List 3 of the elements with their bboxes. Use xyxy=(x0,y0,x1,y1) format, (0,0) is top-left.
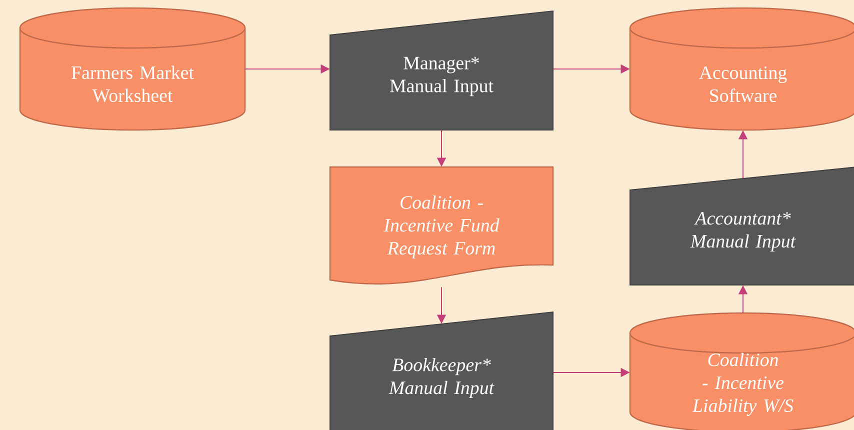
database-cylinder: Farmers Market Worksheet xyxy=(19,7,246,131)
database-cylinder: Coalition - Incentive Liability W/S xyxy=(629,312,854,430)
database-cylinder: Accounting Software xyxy=(629,7,854,131)
